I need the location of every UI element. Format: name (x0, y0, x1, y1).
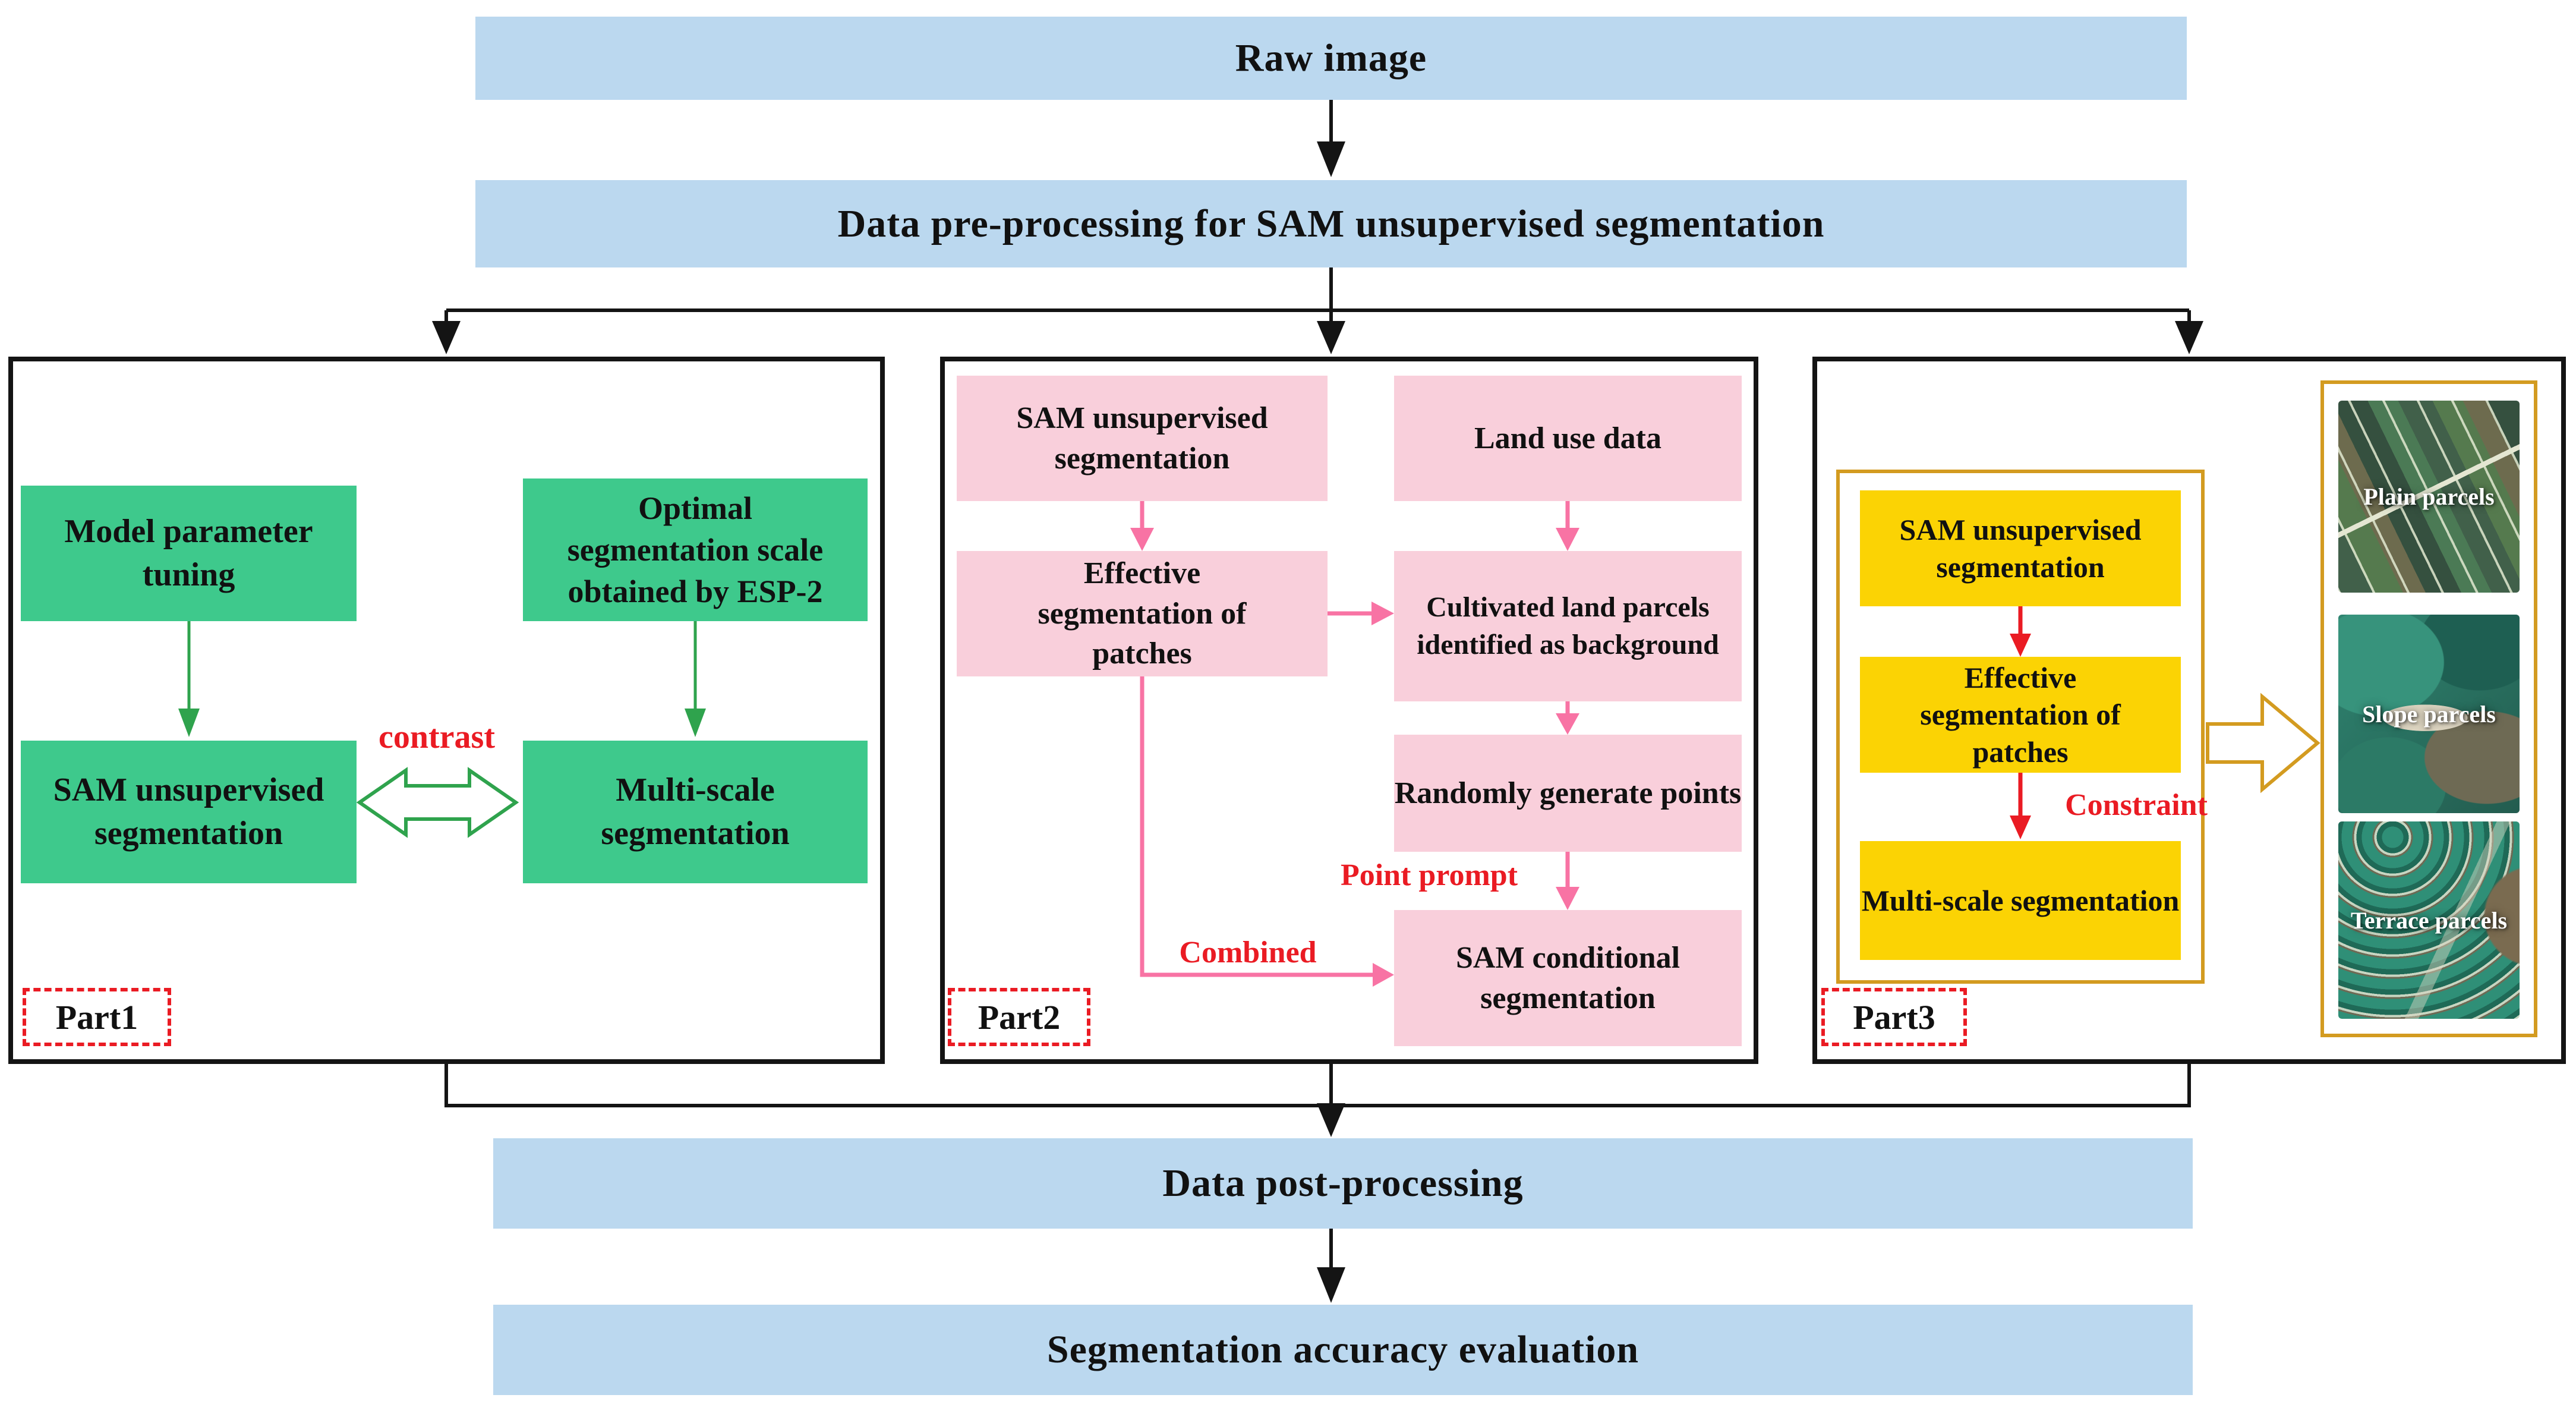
node-sam-unsupervised-p2: SAM unsupervised segmentation (957, 376, 1328, 501)
contrast-label: contrast (379, 719, 495, 755)
terrace-parcels-image: Terrace parcels (2338, 821, 2520, 1019)
plain-parcels-image: Plain parcels (2338, 401, 2520, 593)
branch-connector (432, 267, 2203, 354)
postprocessing-bar: Data post-processing (493, 1138, 2193, 1229)
slope-parcels-label: Slope parcels (2362, 700, 2496, 728)
arrow-post-to-evaluation (1317, 1229, 1345, 1303)
node-sam-unsupervised-p3: SAM unsupervised segmentation (1860, 490, 2181, 606)
node-multiscale-p3: Multi-scale segmentation (1860, 841, 2181, 960)
node-multiscale-p1: Multi-scale segmentation (523, 741, 868, 883)
part1-container (8, 357, 885, 1064)
node-random-points: Randomly generate points (1394, 735, 1742, 852)
plain-parcels-label: Plain parcels (2363, 483, 2495, 510)
part3-label: Part3 (1821, 988, 1967, 1046)
node-model-parameter-tuning: Model parameter tuning (21, 486, 357, 621)
node-sam-unsupervised-p1: SAM unsupervised segmentation (21, 741, 357, 883)
terrace-parcels-label: Terrace parcels (2350, 906, 2508, 934)
node-cultivated-background: Cultivated land parcels identified as ba… (1394, 551, 1742, 701)
point-prompt-label: Point prompt (1340, 858, 1518, 892)
part1-label: Part1 (23, 988, 171, 1046)
slope-parcels-image: Slope parcels (2338, 615, 2520, 813)
converge-connector (444, 1064, 2191, 1137)
node-effective-patches-p2: Effective segmentation of patches (957, 551, 1328, 676)
node-sam-conditional: SAM conditional segmentation (1394, 910, 1742, 1046)
preprocessing-bar: Data pre-processing for SAM unsupervised… (475, 180, 2187, 267)
part2-container (940, 357, 1758, 1064)
node-land-use-data: Land use data (1394, 376, 1742, 501)
part2-label: Part2 (948, 988, 1090, 1046)
part3-container (1812, 357, 2566, 1064)
evaluation-bar: Segmentation accuracy evaluation (493, 1305, 2193, 1395)
arrow-raw-to-preprocess (1317, 100, 1345, 177)
combined-label: Combined (1179, 935, 1317, 969)
constraint-label: Constraint (2065, 788, 2208, 822)
raw-image-bar: Raw image (475, 17, 2187, 100)
node-optimal-scale-esp2: Optimal segmentation scale obtained by E… (523, 478, 868, 621)
node-effective-patches-p3: Effective segmentation of patches (1860, 657, 2181, 773)
